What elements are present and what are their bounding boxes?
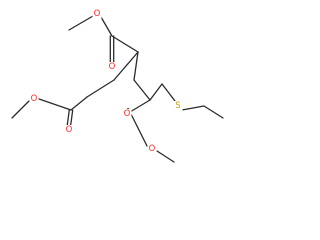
single-bond [86, 79, 115, 98]
single-bond [129, 99, 151, 113]
single-bond [113, 51, 139, 81]
oxygen-atom-label: O [94, 9, 101, 19]
single-bond [161, 83, 176, 102]
atom-label-backdrop [64, 125, 74, 135]
single-bond [133, 79, 151, 101]
atom-label-backdrop [29, 94, 39, 104]
single-bond [38, 98, 72, 111]
oxygen-atom-label: O [66, 125, 73, 135]
oxygen-atom-label: O [109, 62, 116, 72]
atom-label-backdrop [173, 101, 183, 111]
single-bond [133, 51, 139, 81]
single-bond [68, 15, 94, 31]
sulfur-atom-label: S [175, 101, 180, 111]
single-bond [156, 150, 175, 163]
single-bond [129, 111, 148, 147]
double-bond-line [70, 109, 74, 126]
bond-lines [11, 15, 224, 163]
atom-label-backdrop [92, 9, 102, 19]
double-bond-line [66, 109, 70, 126]
single-bond [100, 16, 113, 37]
single-bond [181, 105, 205, 111]
single-bond [149, 83, 163, 101]
single-bond [11, 100, 30, 119]
atom-label-backdrop [122, 109, 132, 119]
single-bond [111, 35, 139, 53]
oxygen-atom-label: O [124, 109, 131, 119]
structural-formula: O O O O O O S [11, 9, 224, 163]
single-bond [203, 105, 224, 119]
atom-labels: O O O O O O S [29, 9, 183, 154]
single-bond [70, 96, 88, 111]
atom-label-backdrop [107, 62, 117, 72]
oxygen-atom-label: O [31, 94, 38, 104]
atom-label-backdrop [147, 144, 157, 154]
oxygen-atom-label: O [149, 144, 156, 154]
